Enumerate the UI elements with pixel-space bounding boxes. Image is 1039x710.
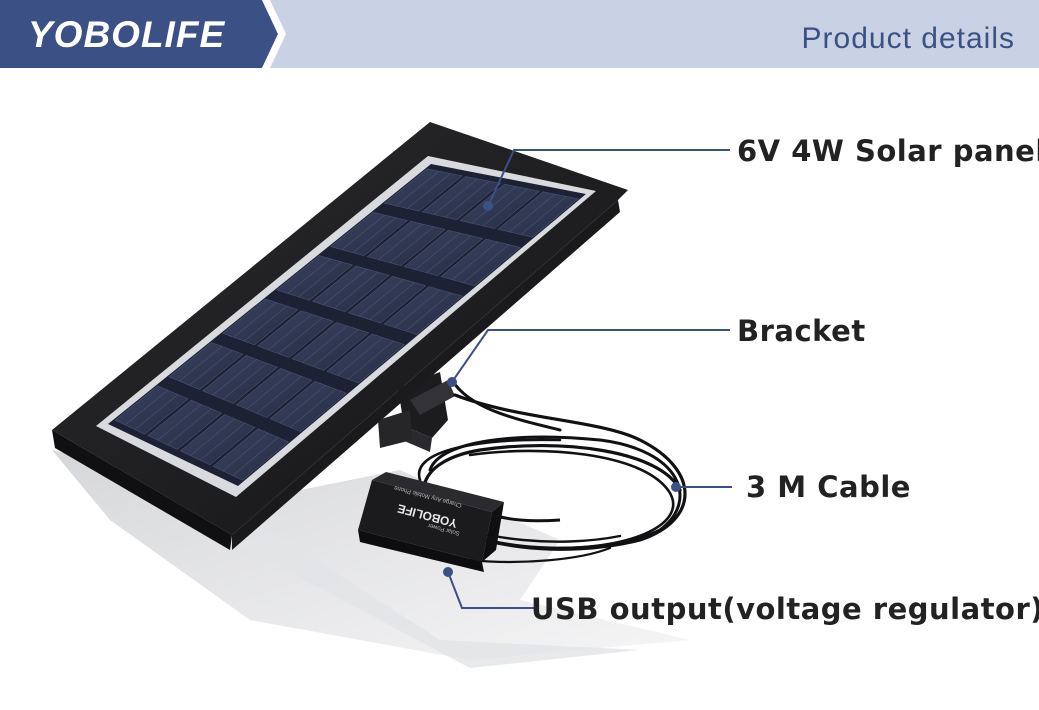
- solar-cell-stripe: [302, 325, 348, 363]
- solar-cell-stripe: [358, 279, 404, 317]
- header-bar: YOBOLIFE Product details: [0, 0, 1039, 68]
- solar-cell-stripe: [190, 418, 235, 456]
- solar-cell-stripe: [157, 404, 202, 441]
- solar-cell-stripe: [256, 376, 302, 414]
- solar-cell-stripe: [433, 178, 478, 215]
- usb-regulator: YOBOLIFE Solar Power Charge Any Mobile P…: [358, 472, 561, 572]
- callout-label-solar-panel: 6V 4W Solar panel: [737, 134, 1039, 168]
- callout-label-usb-output: USB output(voltage regulator): [531, 592, 1039, 626]
- solar-cell-stripe: [347, 340, 394, 380]
- callout-dot-usb: [443, 567, 453, 577]
- callout-line-panel: [487, 149, 730, 207]
- solar-cell-stripe: [189, 350, 233, 386]
- solar-cell-stripe: [287, 258, 331, 294]
- solar-cell-stripe: [451, 241, 498, 280]
- solar-cell-stripe: [463, 244, 509, 283]
- solar-cell-stripe: [212, 359, 257, 396]
- solar-cell-stripe: [520, 196, 567, 235]
- callout-dot-cable: [671, 482, 681, 492]
- solar-cell-stripe: [298, 261, 342, 298]
- solar-cell-stripe: [323, 268, 368, 305]
- bracket: [378, 372, 455, 452]
- solar-cell-stripe: [482, 188, 528, 227]
- callout-dots: [443, 201, 681, 577]
- section-title: Product details: [801, 22, 1015, 55]
- callout-label-bracket: Bracket: [737, 314, 866, 348]
- solar-cell-stripe: [179, 346, 223, 382]
- solar-cell-stripe: [341, 214, 385, 250]
- solar-cell-stripe: [290, 389, 337, 428]
- solar-cell-stripe: [369, 282, 415, 320]
- callout-lines: [447, 149, 732, 609]
- callout-line-usb: [447, 571, 534, 609]
- callout-line-bracket: [451, 329, 730, 383]
- solar-cells: [114, 168, 579, 481]
- solar-cell-stripe: [445, 180, 490, 218]
- solar-cell: [235, 368, 313, 418]
- brand-logo: YOBOLIFE: [28, 14, 226, 55]
- callout-dot-panel: [483, 201, 493, 211]
- solar-cell-stripe: [426, 235, 472, 273]
- solar-cell-stripe: [278, 317, 323, 354]
- solar-cell-stripe: [233, 302, 277, 338]
- solar-cell-stripe: [243, 305, 288, 342]
- solar-cell-stripe: [394, 289, 441, 328]
- solar-cell-stripe: [222, 363, 268, 400]
- solar-cell-stripe: [222, 432, 269, 472]
- solar-cell-stripe: [246, 372, 292, 410]
- product-photo: YOBOLIFE Solar Power Charge Any Mobile P…: [52, 122, 732, 668]
- solar-cell-stripe: [405, 292, 452, 332]
- solar-cell-stripe: [395, 171, 439, 207]
- solar-cell-stripe: [337, 337, 383, 376]
- solar-cell-stripe: [389, 226, 434, 263]
- solar-cell-stripe: [167, 408, 212, 446]
- solar-cell-stripe: [378, 223, 423, 260]
- solar-cell: [269, 381, 347, 432]
- solar-cell-stripe: [199, 422, 245, 461]
- solar-cell-stripe: [407, 173, 451, 209]
- callout-label-cable: 3 M Cable: [746, 470, 911, 504]
- solar-cell-stripe: [509, 193, 555, 233]
- solar-cell-stripe: [267, 314, 312, 351]
- solar-cell-stripe: [471, 186, 517, 224]
- brand-tab: [0, 0, 278, 68]
- solar-cell-stripe: [232, 437, 279, 476]
- callout-dot-bracket: [447, 377, 457, 387]
- solar-cell-stripe: [352, 217, 397, 253]
- solar-cell-stripe: [313, 329, 359, 367]
- solar-cell-stripe: [124, 390, 169, 426]
- solar-cell-stripe: [280, 385, 326, 424]
- solar-cell-stripe: [415, 232, 460, 270]
- solar-cell-stripe: [134, 394, 179, 430]
- solar-cell-stripe: [333, 272, 379, 309]
